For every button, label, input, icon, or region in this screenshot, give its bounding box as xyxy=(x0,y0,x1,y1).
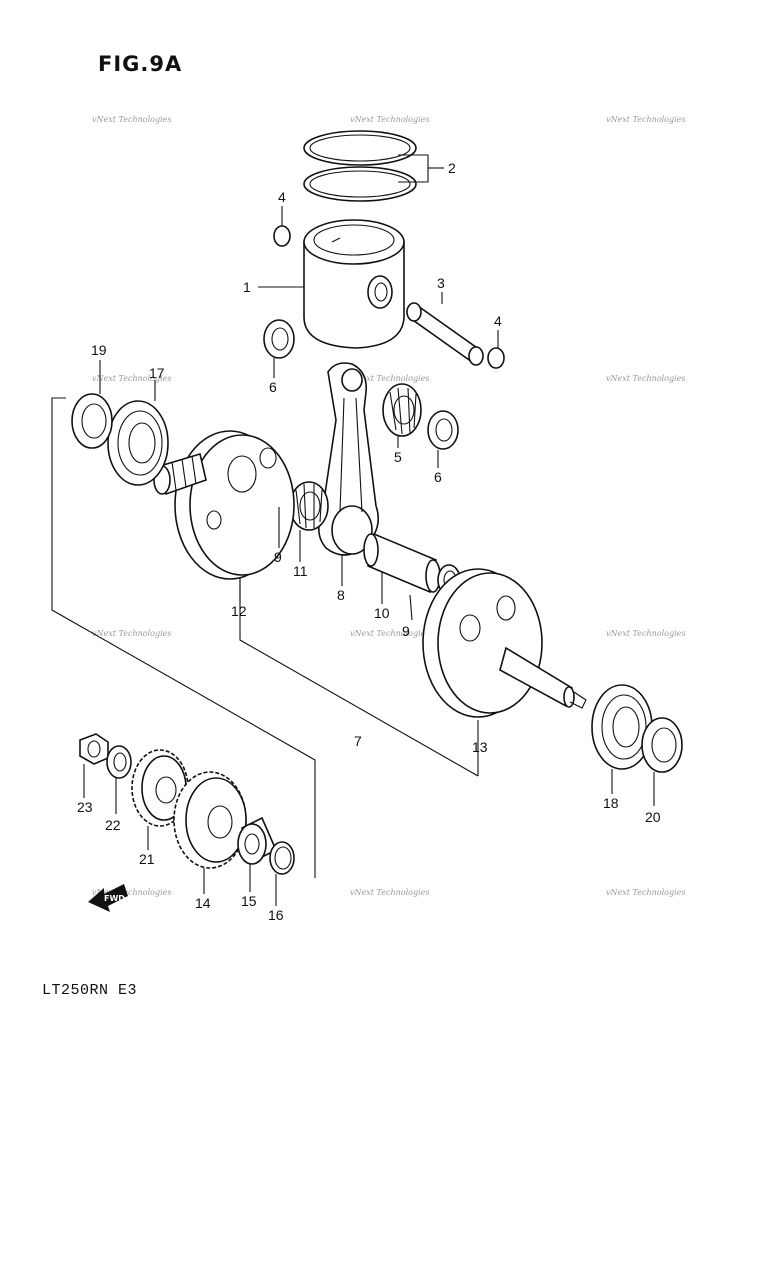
small-end-bearing xyxy=(382,383,422,437)
figure-title: FIG.9A xyxy=(98,52,183,76)
callout-number: 10 xyxy=(374,605,390,621)
nut xyxy=(79,733,109,765)
watermark: vNext Technologies xyxy=(350,888,429,897)
callout-number: 9 xyxy=(274,549,282,565)
callout-number: 19 xyxy=(91,342,107,358)
watermarks: vNext Technologies vNext Technologies vN… xyxy=(92,115,685,897)
thrust-washer xyxy=(263,319,295,359)
callout-number: 2 xyxy=(448,160,456,176)
callout-number: 16 xyxy=(268,907,284,923)
callout-number: 9 xyxy=(402,623,410,639)
callout-number: 5 xyxy=(394,449,402,465)
watermark: vNext Technologies xyxy=(92,888,171,897)
spacer-collar xyxy=(237,816,278,865)
callout-number: 21 xyxy=(139,851,155,867)
callout-number: 13 xyxy=(472,739,488,755)
oil-seal-left xyxy=(71,393,113,449)
watermark: vNext Technologies xyxy=(350,374,429,383)
gear-circlip xyxy=(269,841,295,875)
watermark: vNext Technologies xyxy=(606,115,685,124)
callout-number: 4 xyxy=(278,189,286,205)
piston xyxy=(303,219,405,349)
oil-seal-right xyxy=(641,717,683,773)
callout-number: 6 xyxy=(269,379,277,395)
callout-number: 18 xyxy=(603,795,619,811)
callout-number: 1 xyxy=(243,279,251,295)
callout-number: 12 xyxy=(231,603,247,619)
callout-number: 6 xyxy=(434,469,442,485)
fwd-label: FWD xyxy=(104,894,125,903)
callout-labels: 1 2 3 4 4 5 6 6 7 8 9 9 10 11 12 13 14 1… xyxy=(77,160,661,923)
callout-number: 11 xyxy=(293,563,308,579)
watermark: vNext Technologies xyxy=(606,374,685,383)
watermark: vNext Technologies xyxy=(92,115,171,124)
thrust-washer xyxy=(427,410,459,450)
callout-number: 14 xyxy=(195,895,211,911)
crankshaft-bearing-left xyxy=(107,400,169,486)
callout-number: 23 xyxy=(77,799,93,815)
callout-number: 7 xyxy=(354,733,362,749)
forward-direction-arrow-icon: FWD xyxy=(88,884,128,912)
piston-pin xyxy=(406,302,484,366)
piston-pin-circlip xyxy=(487,347,505,369)
left-crankshaft-half xyxy=(153,430,295,580)
watermark: vNext Technologies xyxy=(92,629,171,638)
watermark: vNext Technologies xyxy=(606,629,685,638)
callout-number: 8 xyxy=(337,587,345,603)
primary-drive-gear xyxy=(131,749,189,827)
driven-gear xyxy=(173,771,247,869)
gear-washer xyxy=(106,745,132,779)
callout-number: 20 xyxy=(645,809,661,825)
callout-number: 4 xyxy=(494,313,502,329)
piston-pin-circlip xyxy=(273,225,291,247)
model-code: LT250RN E3 xyxy=(42,982,138,999)
leader-lines xyxy=(83,154,655,906)
watermark: vNext Technologies xyxy=(350,629,429,638)
watermark: vNext Technologies xyxy=(92,374,171,383)
watermark: vNext Technologies xyxy=(606,888,685,897)
watermark: vNext Technologies xyxy=(350,115,429,124)
callout-number: 3 xyxy=(437,275,445,291)
piston-rings xyxy=(303,130,417,202)
callout-number: 17 xyxy=(149,365,165,381)
callout-number: 22 xyxy=(105,817,121,833)
callout-number: 15 xyxy=(241,893,257,909)
right-crankshaft-half xyxy=(422,568,587,718)
big-end-bearing xyxy=(289,481,329,531)
crank-pin xyxy=(363,532,441,594)
connecting-rod xyxy=(318,362,380,556)
